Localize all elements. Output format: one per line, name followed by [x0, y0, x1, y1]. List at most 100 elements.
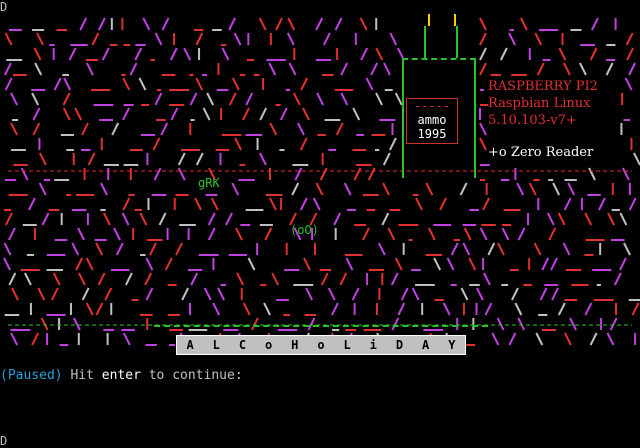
ascii-stroke [124, 272, 133, 286]
ascii-stroke [279, 107, 288, 121]
ascii-stroke [97, 272, 106, 286]
ascii-stroke [20, 167, 29, 181]
ascii-stroke [63, 77, 72, 91]
ascii-stroke [382, 182, 390, 196]
ascii-stroke [382, 152, 391, 166]
cursor-top: D [0, 0, 8, 14]
ascii-stroke [4, 32, 13, 46]
ascii-stroke [228, 17, 236, 31]
ascii-stroke [40, 317, 49, 331]
owl-eyes: (oO) [290, 223, 319, 237]
ascii-stroke [113, 227, 121, 241]
ascii-stroke [263, 302, 271, 316]
ascii-stroke [607, 212, 615, 226]
ascii-stroke [516, 182, 525, 196]
ascii-stroke [339, 272, 348, 286]
ascii-stroke [154, 92, 163, 106]
ascii-stroke [517, 317, 526, 331]
ascii-stroke [129, 62, 138, 76]
ascii-stroke [552, 182, 561, 196]
ascii-stroke [195, 152, 204, 166]
ascii-stroke [160, 122, 169, 136]
ascii-stroke [479, 62, 487, 76]
ascii-stroke [533, 242, 542, 256]
ascii-stroke [353, 167, 362, 181]
ascii-stroke [189, 92, 198, 106]
sysinfo-os: Raspbian Linux [488, 96, 591, 111]
ascii-stroke [487, 242, 496, 256]
ascii-stroke [307, 317, 316, 331]
ascii-stroke [333, 212, 342, 226]
ascii-stroke [294, 167, 303, 181]
ascii-stroke [501, 227, 510, 241]
ascii-stroke [484, 302, 493, 316]
title-letter: L [212, 338, 220, 352]
ascii-stroke [297, 122, 305, 136]
ascii-stroke [77, 227, 85, 241]
ascii-stroke [210, 197, 219, 211]
ascii-stroke [10, 92, 18, 106]
cursor-bottom: D [0, 434, 8, 448]
ascii-stroke [345, 257, 354, 271]
bottle-neck [424, 26, 458, 58]
prompt-prefix: Hit [62, 368, 102, 383]
ascii-stroke [62, 92, 71, 106]
title-letter: A [422, 338, 430, 352]
ascii-stroke [536, 62, 545, 76]
ascii-stroke [269, 122, 278, 136]
ascii-stroke [302, 107, 310, 121]
ascii-stroke [514, 302, 523, 316]
ascii-stroke [177, 152, 186, 166]
ascii-stroke [68, 47, 77, 61]
ascii-stroke [606, 332, 615, 346]
ascii-stroke [139, 212, 148, 226]
ascii-stroke [259, 107, 268, 121]
ascii-art-svg [3, 17, 640, 346]
continue-prompt: (Paused) Hit enter to continue: [0, 368, 243, 383]
ascii-stroke [613, 272, 622, 286]
ascii-stroke [233, 32, 242, 46]
ascii-stroke [121, 212, 130, 226]
ascii-stroke [305, 287, 314, 301]
ascii-stroke [391, 317, 400, 331]
bottle-body [402, 58, 476, 178]
enter-key-hint[interactable]: enter [101, 368, 141, 383]
ascii-stroke [103, 212, 111, 226]
ascii-stroke [289, 212, 297, 226]
ascii-stroke [375, 47, 384, 61]
ascii-stroke [389, 137, 397, 151]
ascii-stroke [101, 47, 110, 61]
ascii-stroke [381, 212, 390, 226]
ascii-stroke [145, 257, 154, 271]
ascii-stroke [4, 77, 13, 91]
ascii-stroke [242, 107, 250, 121]
ascii-stroke [628, 62, 636, 76]
ascii-stroke [623, 242, 631, 256]
bottle-label-rule: ----- [413, 99, 451, 113]
ascii-stroke [37, 287, 46, 301]
ascii-stroke [11, 287, 19, 301]
ascii-stroke [190, 272, 199, 286]
ascii-stroke [142, 17, 151, 31]
ascii-stroke [217, 287, 225, 301]
ascii-stroke [433, 257, 442, 271]
ascii-stroke [100, 182, 108, 196]
ascii-stroke [28, 197, 36, 211]
ascii-stroke [170, 107, 179, 121]
ascii-stroke [591, 17, 599, 31]
ascii-stroke [164, 257, 173, 271]
ascii-stroke [479, 137, 487, 151]
ascii-stroke [598, 197, 606, 211]
ascii-stroke [619, 212, 628, 226]
ascii-stroke [95, 242, 104, 256]
ascii-stroke [81, 287, 90, 301]
ascii-stroke [212, 302, 221, 316]
ascii-stroke [228, 92, 237, 106]
ascii-stroke [589, 47, 598, 61]
ascii-stroke [394, 257, 403, 271]
ascii-stroke [85, 302, 94, 316]
ascii-stroke [4, 62, 12, 76]
ascii-stroke [327, 287, 336, 301]
bottle-label-line1: ammo [417, 113, 447, 127]
ascii-stroke [508, 332, 517, 346]
